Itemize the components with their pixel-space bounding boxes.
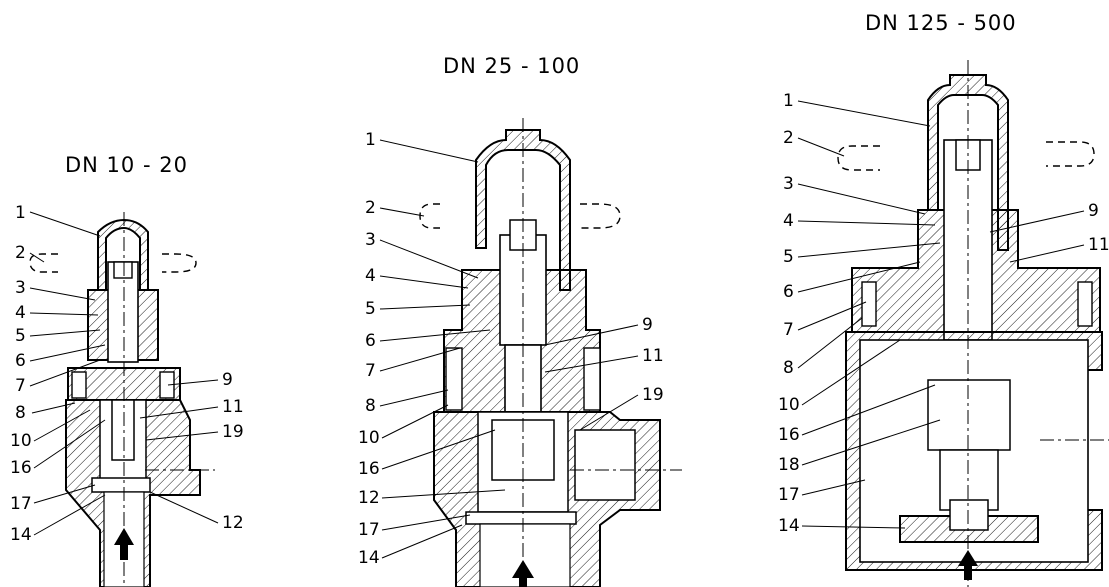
part-label: 7 [783,320,794,340]
part-label: 4 [783,211,794,231]
part-label: 11 [642,346,664,366]
part-label: 4 [365,266,376,286]
part-label: 1 [365,130,376,150]
part-label: 16 [358,459,380,479]
view-title: DN 10 - 20 [65,153,188,177]
part-label: 3 [783,174,794,194]
part-label: 6 [783,282,794,302]
part-label: 19 [222,422,244,442]
part-label: 10 [778,395,800,415]
part-label: 3 [15,278,26,298]
part-label: 17 [358,520,380,540]
part-label: 2 [15,243,26,263]
part-label: 16 [778,425,800,445]
view-dn125-500: DN 125 - 500 1 2 3 4 5 6 7 8 10 1 [778,11,1109,587]
part-label: 19 [642,385,664,405]
flow-arrow-icon [512,560,534,587]
part-label: 18 [778,455,800,475]
part-label: 5 [783,247,794,267]
part-label: 10 [358,428,380,448]
part-label: 12 [222,513,244,533]
flow-arrow-icon [958,550,978,580]
label-group-left: 1 2 3 4 5 6 7 8 10 16 18 17 14 [778,91,800,536]
part-label: 2 [783,128,794,148]
part-label: 8 [783,358,794,378]
part-label: 9 [1088,201,1099,221]
part-label: 17 [778,485,800,505]
view-dn10-20: DN 10 - 20 1 2 3 4 5 6 7 [10,153,244,587]
part-label: 8 [15,403,26,423]
flow-arrow-icon [114,528,134,560]
label-group-left: 1 2 3 4 5 6 7 8 10 16 17 14 [10,203,32,545]
part-label: 11 [222,397,244,417]
part-label: 10 [10,431,32,451]
part-label: 12 [358,488,380,508]
part-label: 1 [15,203,26,223]
part-label: 5 [15,326,26,346]
part-label: 3 [365,230,376,250]
part-label: 14 [778,516,800,536]
part-label: 6 [15,351,26,371]
part-label: 2 [365,198,376,218]
part-label: 4 [15,303,26,323]
part-label: 1 [783,91,794,111]
label-group-right: 9 11 19 [642,315,664,405]
part-label: 5 [365,299,376,319]
view-title: DN 25 - 100 [443,54,580,78]
part-label: 16 [10,458,32,478]
part-label: 6 [365,331,376,351]
part-label: 17 [10,494,32,514]
label-group-right: 9 11 [1088,201,1109,255]
part-label: 11 [1088,235,1109,255]
part-label: 14 [358,548,380,568]
part-label: 8 [365,396,376,416]
part-label: 7 [15,376,26,396]
part-label: 7 [365,361,376,381]
label-group-left: 1 2 3 4 5 6 7 8 10 16 12 17 14 [358,130,380,568]
part-label: 9 [222,370,233,390]
part-label: 9 [642,315,653,335]
label-group-right: 9 11 19 12 [222,370,244,533]
part-label: 14 [10,525,32,545]
view-title: DN 125 - 500 [865,11,1017,35]
view-dn25-100: DN 25 - 100 1 2 3 4 5 6 7 8 1 [358,54,682,587]
